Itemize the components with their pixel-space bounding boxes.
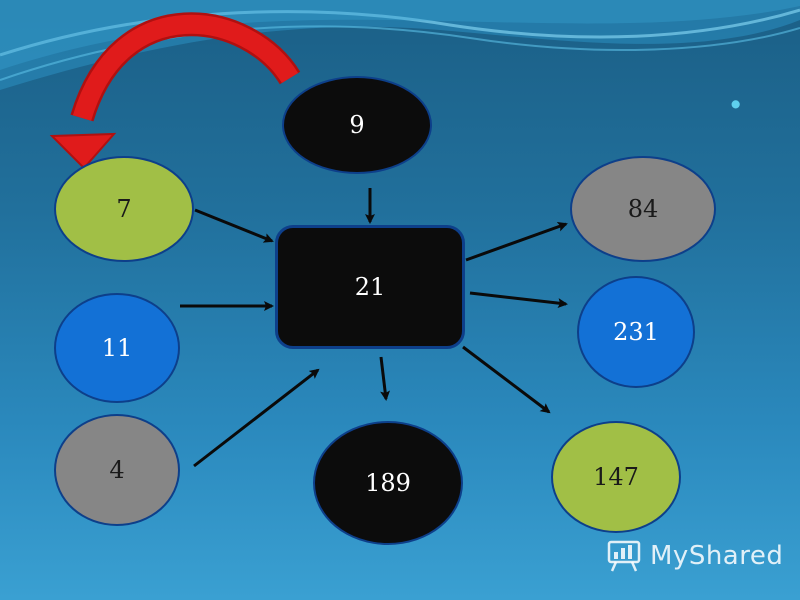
node-left-1: 7 [54,156,194,262]
node-label: 9 [349,111,365,139]
watermark-text: MyShared [650,541,784,571]
arrow-7-to-21 [194,208,274,243]
node-label: 21 [354,273,386,301]
node-left-2: 11 [54,293,180,403]
curved-red-arrow [49,12,301,170]
node-right-1: 84 [570,156,716,262]
node-center: 21 [275,225,465,349]
arrow-21-to-231 [469,291,568,309]
node-label: 4 [109,456,125,484]
node-right-3: 147 [551,421,681,533]
watermark: MyShared [606,536,786,576]
node-top: 9 [282,76,432,174]
node-label: 11 [101,334,133,362]
node-label: 189 [365,469,411,497]
node-label: 7 [116,195,132,223]
node-left-3: 4 [54,414,180,526]
node-right-2: 231 [577,276,695,388]
node-label: 147 [593,463,639,491]
arrow-21-to-84 [465,222,568,262]
arrow-21-to-147 [462,345,551,414]
node-label: 84 [627,195,659,223]
bullet-dot: . [728,68,744,119]
presentation-board-icon [607,540,641,572]
node-label: 231 [613,318,659,346]
node-bottom: 189 [313,421,463,545]
arrow-4-to-21 [193,368,320,468]
arrow-21-to-189 [379,356,391,401]
